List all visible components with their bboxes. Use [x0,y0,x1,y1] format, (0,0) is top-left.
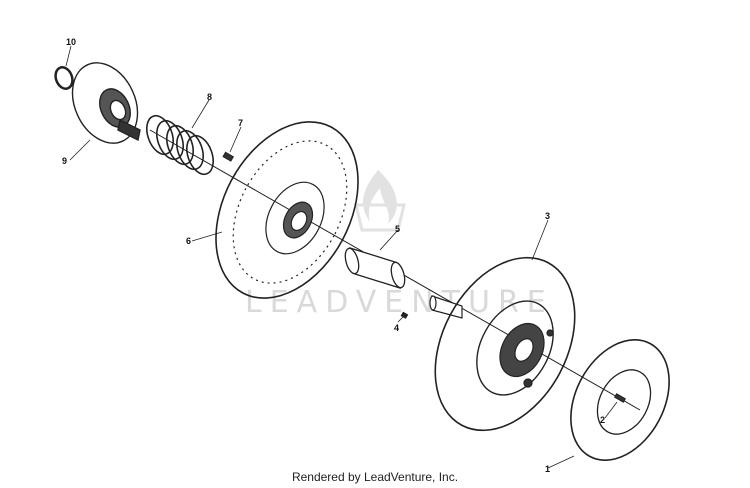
drive-shaft [429,295,463,319]
movable-sheave [215,121,359,299]
spring-cup [71,62,141,144]
snap-ring [54,66,74,90]
bushing-tube [344,247,406,289]
leader-lines [65,45,618,469]
flame-icon [354,170,406,232]
compression-spring [146,114,214,176]
callout-5: 5 [395,224,400,234]
watermark-text: LEADVENTURE [245,285,554,320]
callout-10: 10 [66,37,76,47]
footer-credit: Rendered by LeadVenture, Inc. [291,470,459,484]
callout-7: 7 [238,118,243,128]
roll-pin [222,151,235,162]
callout-3: 3 [545,211,550,221]
callout-2: 2 [600,415,605,425]
callout-4: 4 [394,323,399,333]
callouts: 1 2 3 4 5 6 7 8 9 10 [62,37,605,474]
cover-plate [570,339,670,461]
callout-6: 6 [186,236,191,246]
callout-8: 8 [207,92,212,102]
callout-1: 1 [545,464,550,474]
fixed-sheave [434,256,576,432]
cap-screw [613,393,627,403]
watermark: LEADVENTURE [245,170,554,320]
callout-9: 9 [62,156,67,166]
